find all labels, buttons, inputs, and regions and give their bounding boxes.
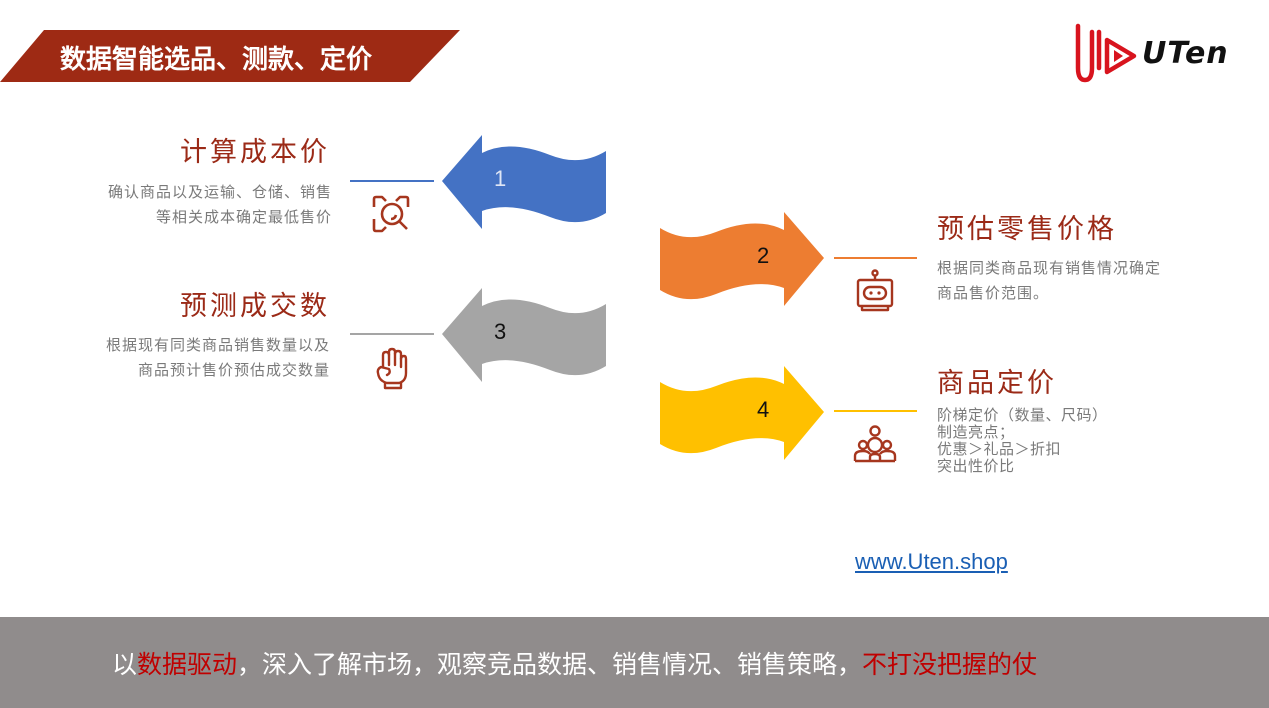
step-3-description: 根据现有同类商品销售数量以及 商品预计售价预估成交数量	[106, 333, 330, 383]
step-3-divider	[350, 333, 434, 335]
step-4-divider	[834, 410, 917, 412]
title-banner: 数据智能选品、测款、定价	[0, 30, 460, 82]
step-1-desc-line: 确认商品以及运输、仓储、销售	[107, 183, 332, 201]
step-3-desc-line: 根据现有同类商品销售数量以及	[105, 336, 330, 354]
magnifier-focus-icon	[372, 195, 410, 233]
step-4-number: 4	[757, 397, 770, 422]
step-4-desc-line: 优惠＞礼品＞折扣	[937, 440, 1062, 458]
step-2-description: 根据同类商品现有销售情况确定 商品售价范围。	[937, 256, 1161, 306]
step-1-title: 计算成本价	[180, 137, 330, 168]
step-3-title: 预测成交数	[180, 291, 330, 322]
footer-segment: ，深入了解市场，观察竞品数据、销售情况、销售策略，	[237, 650, 863, 679]
step-1-number: 1	[494, 166, 507, 191]
footer-banner: 以数据驱动，深入了解市场，观察竞品数据、销售情况、销售策略，不打没把握的仗	[0, 617, 1269, 708]
step-4-desc-line: 突出性价比	[937, 457, 1015, 475]
step-3-desc-line: 商品预计售价预估成交数量	[137, 361, 330, 379]
robot-icon	[856, 269, 894, 312]
step-1-arrow	[442, 135, 606, 229]
step-2-arrow	[660, 212, 824, 306]
step-1-description: 确认商品以及运输、仓储、销售 等相关成本确定最低售价	[108, 180, 332, 230]
hand-icon	[376, 347, 408, 390]
footer-highlight: 数据驱动	[137, 650, 238, 679]
step-4-title: 商品定价	[937, 368, 1057, 399]
logo-text: UTen	[1142, 36, 1229, 71]
step-1-desc-line: 等相关成本确定最低售价	[155, 208, 332, 226]
footer-highlight: 不打没把握的仗	[862, 650, 1038, 679]
website-link[interactable]: www.Uten.shop	[855, 549, 1008, 574]
step-2-desc-line: 根据同类商品现有销售情况确定	[937, 259, 1162, 277]
step-1-divider	[350, 180, 434, 182]
step-2-title: 预估零售价格	[937, 214, 1117, 245]
footer-slogan: 以数据驱动，深入了解市场，观察竞品数据、销售情况、销售策略，不打没把握的仗	[112, 645, 1037, 681]
step-4-description: 阶梯定价（数量、尺码） 制造亮点； 优惠＞礼品＞折扣 突出性价比	[937, 407, 1108, 475]
people-group-icon	[853, 425, 897, 463]
uten-logo: UTen	[1072, 22, 1242, 84]
page-title: 数据智能选品、测款、定价	[60, 45, 373, 75]
step-2-divider	[834, 257, 917, 259]
step-4-desc-line: 制造亮点；	[937, 423, 1015, 441]
footer-segment: 以	[112, 650, 138, 679]
step-4-arrow	[660, 366, 824, 460]
step-2-desc-line: 商品售价范围。	[937, 284, 1050, 302]
step-2-number: 2	[757, 243, 770, 268]
logo-mark-icon	[1075, 23, 1137, 83]
step-3-number: 3	[494, 319, 507, 344]
step-3-arrow	[442, 288, 606, 382]
step-4-desc-line: 阶梯定价（数量、尺码）	[937, 406, 1108, 424]
banner-shape	[0, 30, 460, 82]
